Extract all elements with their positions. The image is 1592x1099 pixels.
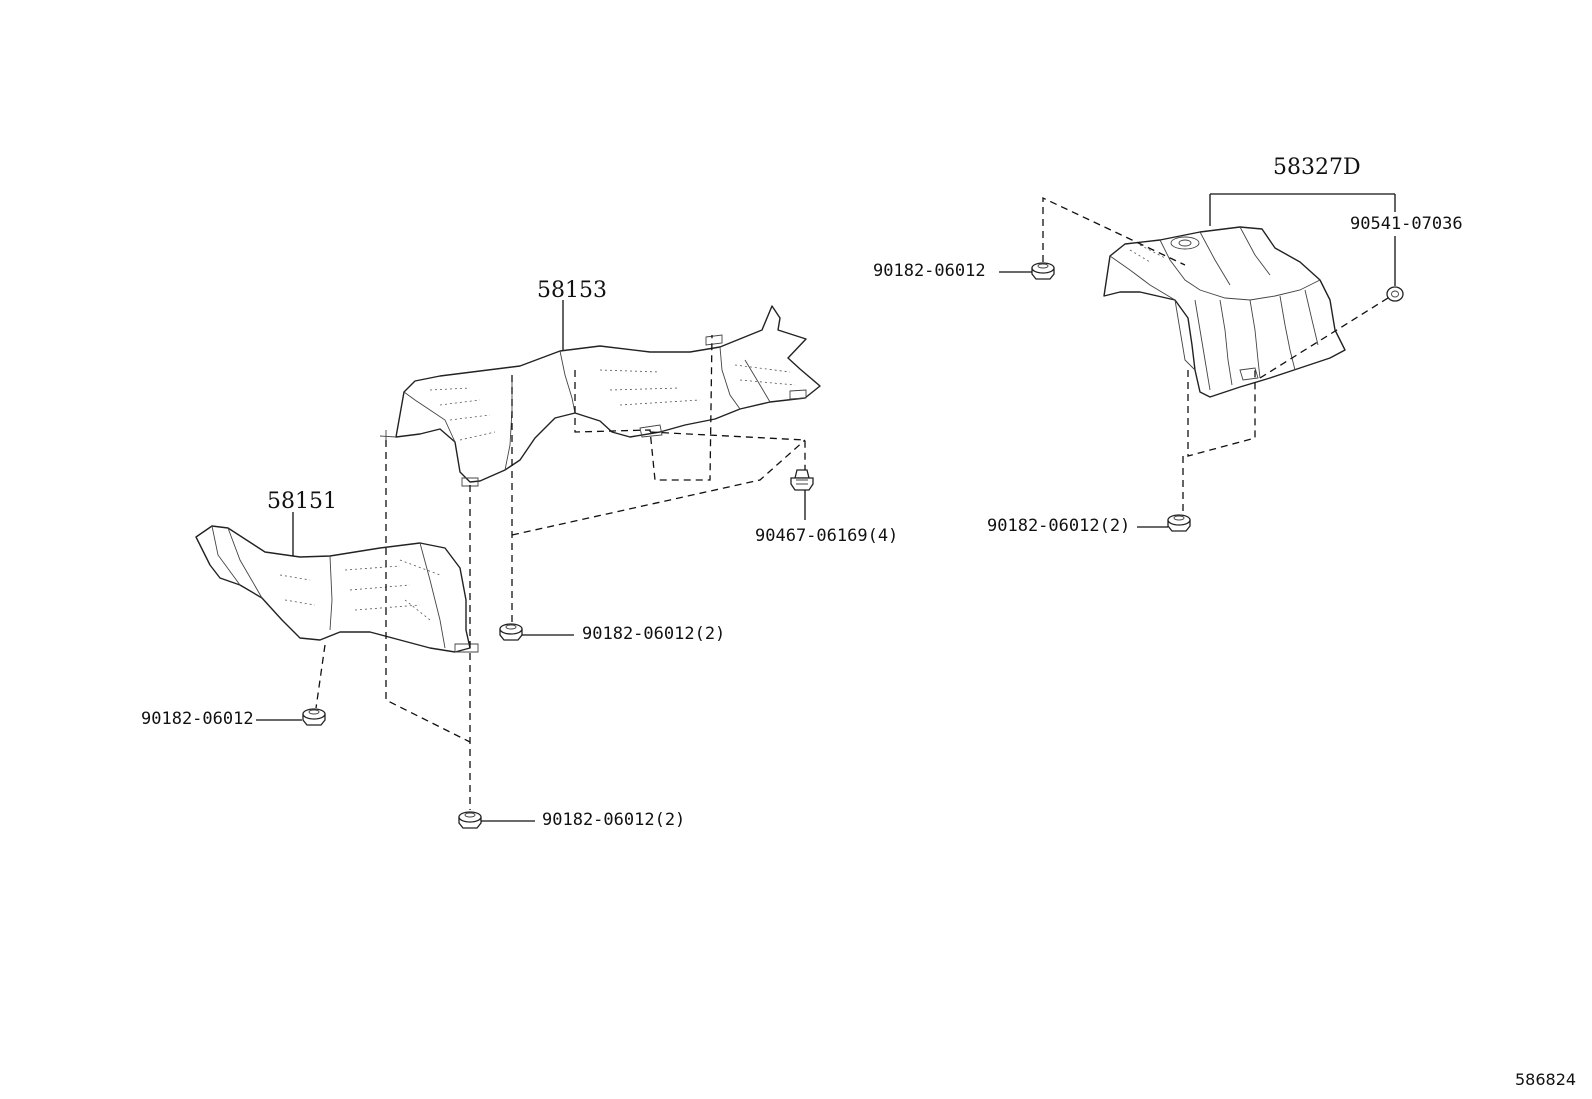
diagram-id: 586824 [1515,1070,1577,1089]
bolt-flange-icon[interactable] [302,708,326,726]
leader-lines [256,193,1396,822]
heat-shield-58151[interactable] [195,525,479,653]
heat-shield-58153[interactable] [379,305,821,487]
bolt-flange-icon[interactable] [499,623,523,641]
heat-shield-58327d[interactable] [1103,226,1346,398]
nut-icon[interactable] [1386,286,1404,302]
bolt-flange-icon[interactable] [458,811,482,829]
callout-bolt-upper-right[interactable]: 90182-06012 [873,261,986,281]
callout-58153[interactable]: 58153 [537,278,607,303]
callout-bolt-left[interactable]: 90182-06012 [141,709,254,729]
callout-bolt-right-lower[interactable]: 90182-06012(2) [987,516,1131,536]
callout-58327d[interactable]: 58327D [1273,155,1361,180]
bolt-flange-icon[interactable] [1167,514,1191,532]
callout-58151[interactable]: 58151 [267,489,337,514]
callout-bolt-center[interactable]: 90182-06012(2) [582,624,726,644]
clip-icon[interactable] [790,469,814,491]
callout-bolt-bottom[interactable]: 90182-06012(2) [542,810,686,830]
callout-nut-90541[interactable]: 90541-07036 [1350,214,1463,234]
bolt-flange-icon[interactable] [1031,262,1055,280]
assembly-lines [315,196,1389,810]
callout-clip-90467[interactable]: 90467-06169(4) [755,526,899,546]
